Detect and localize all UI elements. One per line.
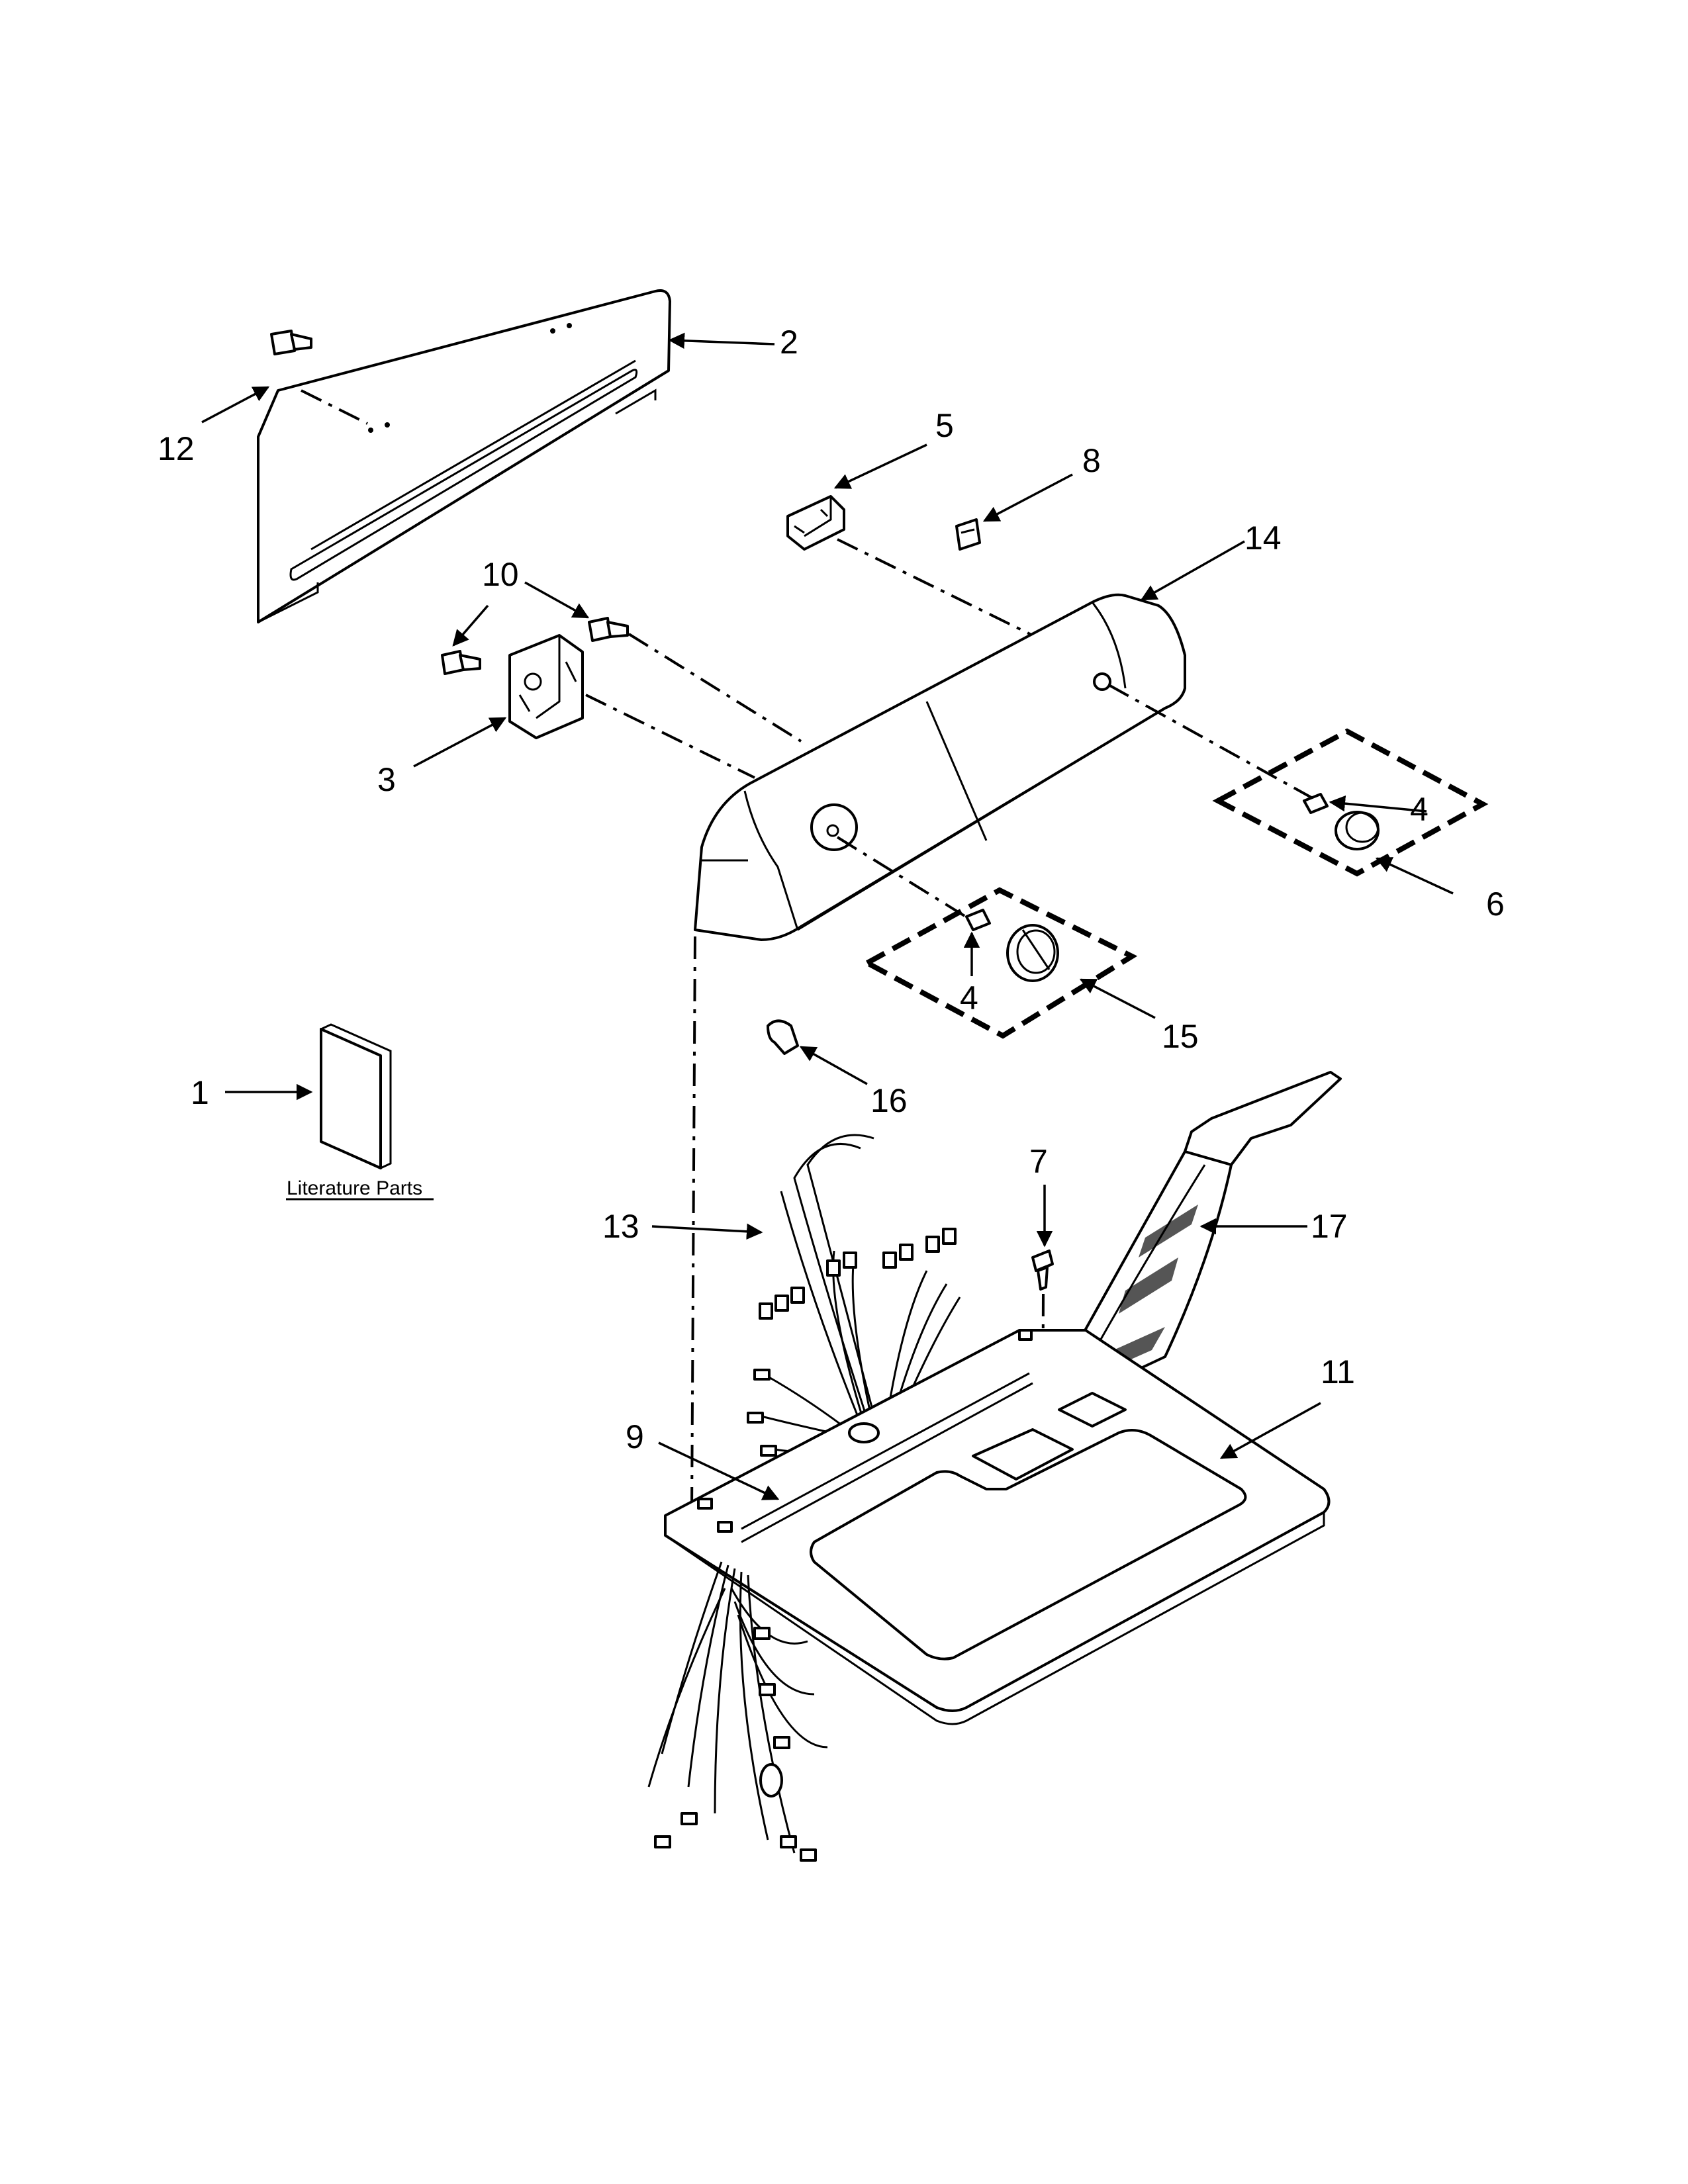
wire-clip-16-part[interactable]: [767, 1019, 799, 1055]
callout-11: 11: [1321, 1353, 1355, 1390]
callout-4-left: 4: [960, 979, 978, 1017]
screw-10b-part[interactable]: [588, 617, 629, 642]
callout-8: 8: [1082, 442, 1101, 479]
callout-labels: 1 2 3 4 4 5 6 7 8 9 10 11 12 13 14 15 16…: [158, 324, 1505, 1455]
console-part[interactable]: [694, 593, 1186, 941]
switch-5-part[interactable]: [786, 495, 845, 551]
clip-8-part[interactable]: [955, 518, 981, 551]
callout-1: 1: [191, 1074, 209, 1111]
top-panel-11-part[interactable]: [664, 1329, 1331, 1725]
spring-clip-4a-part[interactable]: [1303, 793, 1329, 814]
callout-7: 7: [1029, 1143, 1048, 1180]
literature-parts-label: Literature Parts: [287, 1177, 422, 1199]
screw-12-part[interactable]: [270, 330, 312, 355]
knob-15-part[interactable]: [1006, 924, 1059, 982]
knob-kit-6-box: [1212, 728, 1489, 877]
leader-lines: [201, 332, 1454, 1500]
timer-part[interactable]: [508, 634, 584, 739]
callout-6: 6: [1486, 886, 1505, 923]
callout-16: 16: [870, 1082, 908, 1119]
callout-12: 12: [158, 430, 195, 467]
knob-6-part[interactable]: [1335, 811, 1380, 850]
callout-13: 13: [602, 1208, 639, 1245]
callout-4-right: 4: [1410, 791, 1429, 828]
callout-17: 17: [1311, 1208, 1348, 1245]
callout-9: 9: [626, 1418, 644, 1455]
lower-wire-harness[interactable]: [647, 1561, 828, 1862]
literature-part[interactable]: [320, 1023, 392, 1169]
screw-10a-part[interactable]: [441, 650, 481, 675]
knob-kit-15-box: [861, 887, 1138, 1039]
callout-3: 3: [377, 761, 396, 798]
callout-2: 2: [780, 324, 798, 361]
callout-10: 10: [482, 556, 519, 593]
callout-5: 5: [935, 407, 954, 444]
callout-15: 15: [1162, 1018, 1199, 1055]
spring-clip-4b-part[interactable]: [965, 909, 991, 931]
screw-7-part[interactable]: [1031, 1250, 1054, 1291]
rear-panel-part[interactable]: [257, 289, 671, 623]
callout-14: 14: [1244, 520, 1282, 557]
